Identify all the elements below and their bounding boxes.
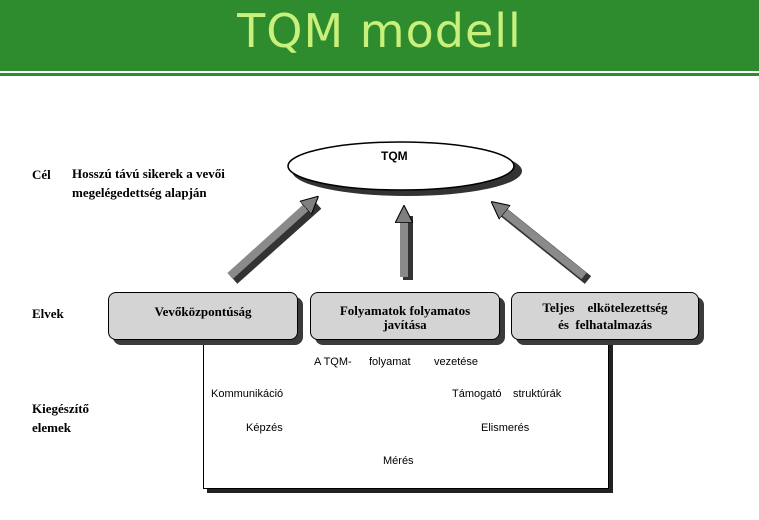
principle-label: Folyamatok folyamatos (339, 303, 471, 318)
arrow-right (498, 207, 587, 280)
element-meres: Mérés (383, 455, 414, 467)
element-folyamat: folyamat (369, 356, 411, 368)
row-label-elvek: Elvek (32, 306, 64, 321)
goal-text-line1: Hosszú távú sikerek a vevői (72, 166, 225, 181)
supporting-elements-box (203, 340, 609, 489)
arrow-shadow (230, 201, 322, 284)
arrow-left (227, 202, 312, 279)
row-label-cel: Cél (32, 167, 51, 182)
principle-label: Vevőközpontúság (154, 304, 252, 319)
principle-label: és felhatalmazás (558, 317, 652, 332)
header-divider (0, 73, 759, 76)
element-strukturak: struktúrák (513, 388, 562, 400)
row-label-elemek: elemek (32, 420, 71, 435)
row-label-kiegeszito: Kiegészítő (32, 401, 90, 416)
title-banner: TQM modell (0, 0, 759, 68)
element-kepzes: Képzés (246, 422, 283, 434)
principle-box-process-improvement: Folyamatok folyamatos javítása (310, 292, 500, 340)
tqm-ellipse (287, 141, 515, 191)
element-tamogato: Támogató (452, 388, 502, 400)
page-title: TQM modell (237, 4, 522, 58)
principle-label: Teljes elkötelezettség (542, 300, 668, 315)
tqm-label: TQM (381, 149, 408, 163)
header-divider (0, 68, 759, 71)
goal-text-line2: megelégedettség alapján (72, 185, 207, 200)
principle-label: javítása (383, 317, 427, 332)
principle-box-customer-focus: Vevőközpontúság (108, 292, 298, 340)
element-tqm-prefix: A TQM- (314, 356, 352, 368)
element-kommunikacio: Kommunikáció (211, 388, 284, 400)
element-elismeres: Elismerés (481, 422, 530, 434)
element-vezetese: vezetése (434, 356, 479, 368)
principle-box-commitment: Teljes elkötelezettség és felhatalmazás (511, 292, 699, 340)
